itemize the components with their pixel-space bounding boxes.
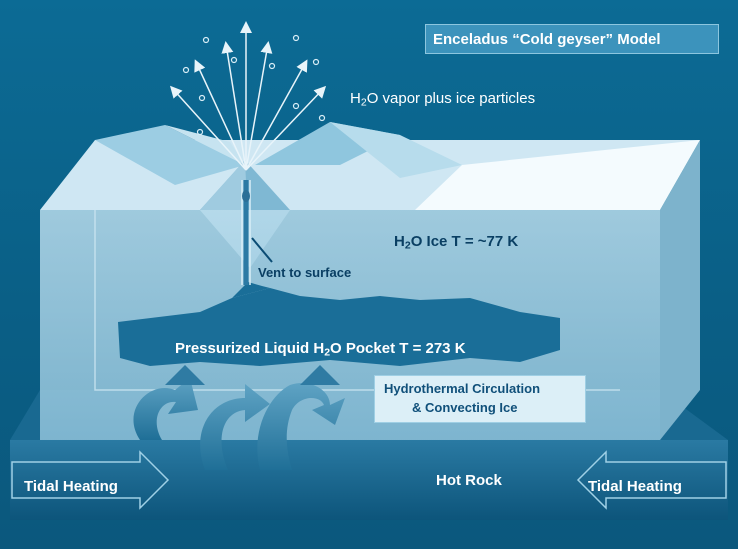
diagram-title: Enceladus “Cold geyser” Model: [433, 31, 661, 48]
hot-rock-label: Hot Rock: [436, 472, 502, 489]
liquid-pocket: [118, 282, 560, 366]
pocket-label: Pressurized Liquid H2O Pocket T = 273 K: [175, 340, 466, 359]
title-box: [425, 24, 719, 54]
convection-arrows: [133, 365, 345, 470]
vapor-label: H2O vapor plus ice particles: [350, 90, 536, 109]
hydrothermal-label-line1: Hydrothermal Circulation: [384, 381, 541, 396]
ice-particles: [182, 34, 326, 136]
vent-label: Vent to surface: [258, 265, 352, 280]
hydrothermal-label-line2: & Convecting Ice: [412, 400, 518, 415]
plume-arrows: [169, 21, 327, 171]
tidal-arrows: [11, 450, 727, 510]
ice-block: [40, 122, 700, 440]
tidal-heating-left-label: Tidal Heating: [24, 478, 118, 495]
tidal-heating-right-label: Tidal Heating: [588, 478, 682, 495]
ice-temperature-label: H2O Ice T = ~77 K: [394, 233, 519, 252]
hydrothermal-box: [374, 375, 586, 423]
vent-conduit: [241, 180, 273, 285]
